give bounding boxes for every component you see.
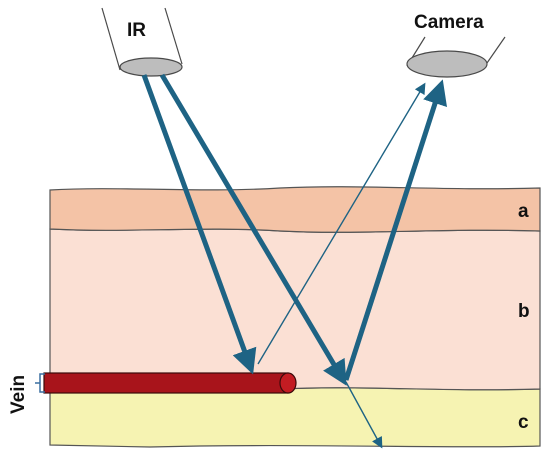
reflected-ray-from-layer-c-arrow bbox=[343, 79, 447, 381]
vein-bracket bbox=[35, 373, 45, 393]
layer-a-region bbox=[49, 186, 541, 233]
transmitted-ray-arrow bbox=[345, 381, 383, 449]
ir-label: IR bbox=[127, 20, 146, 41]
vein bbox=[43, 372, 297, 394]
camera-label: Camera bbox=[414, 12, 484, 33]
layer-a-label: a bbox=[518, 201, 529, 222]
camera bbox=[406, 36, 506, 78]
reflected-ray-from-vein-arrow bbox=[257, 82, 426, 365]
layer-b-region bbox=[49, 228, 541, 392]
layer-c-region bbox=[49, 387, 541, 448]
ir-source bbox=[101, 7, 183, 77]
layer-c-label: c bbox=[518, 412, 529, 433]
layer-b-label: b bbox=[518, 301, 530, 322]
incident-ray-to-layer-c-arrow bbox=[159, 73, 347, 386]
vein-label: Vein bbox=[8, 375, 29, 414]
incident-ray-to-vein-arrow bbox=[141, 74, 257, 375]
